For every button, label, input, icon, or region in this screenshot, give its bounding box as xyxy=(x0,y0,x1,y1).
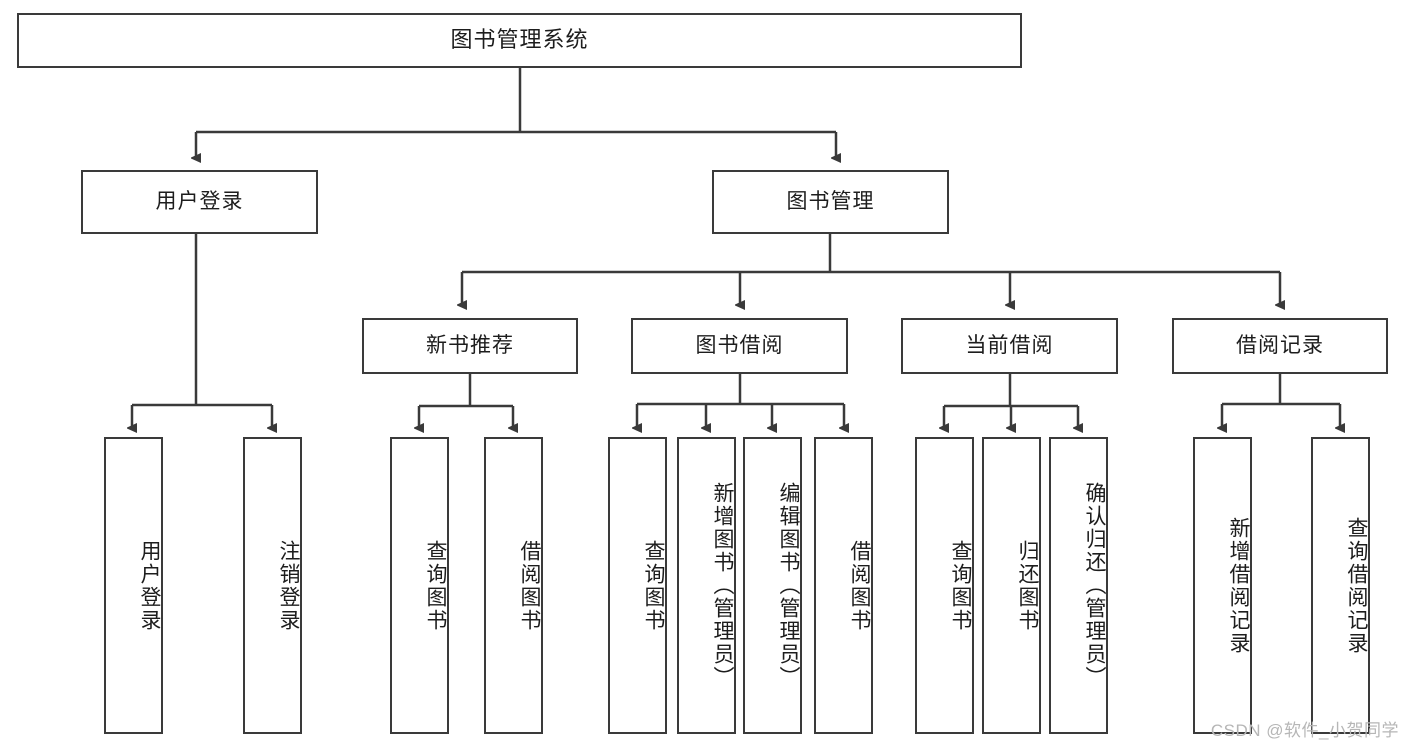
node-leaf-edit-book[interactable]: 编辑图书（管理员） xyxy=(743,437,802,734)
node-current-borrow[interactable]: 当前借阅 xyxy=(901,318,1118,374)
node-leaf-query-book-current[interactable]: 查询图书 xyxy=(915,437,974,734)
node-label: 查询借阅记录 xyxy=(1345,516,1368,655)
node-book-borrow[interactable]: 图书借阅 xyxy=(631,318,848,374)
node-new-book-recommend[interactable]: 新书推荐 xyxy=(362,318,578,374)
node-label: 用户登录 xyxy=(155,190,244,214)
node-label: 查询图书 xyxy=(642,539,665,632)
node-label: 新书推荐 xyxy=(426,334,514,358)
node-leaf-logout-login[interactable]: 注销登录 xyxy=(243,437,302,734)
node-label: 用户登录 xyxy=(138,539,161,632)
node-leaf-query-book-borrow[interactable]: 查询图书 xyxy=(608,437,667,734)
node-book-manage[interactable]: 图书管理 xyxy=(712,170,949,234)
node-label: 注销登录 xyxy=(277,539,300,632)
node-user-login[interactable]: 用户登录 xyxy=(81,170,318,234)
node-label: 查询图书 xyxy=(949,539,972,632)
node-leaf-borrow-book-recommend[interactable]: 借阅图书 xyxy=(484,437,543,734)
node-leaf-query-book-recommend[interactable]: 查询图书 xyxy=(390,437,449,734)
csdn-watermark: CSDN @软件_小贺同学 xyxy=(1210,721,1399,740)
node-label: 新增图书（管理员） xyxy=(711,482,734,689)
node-borrow-record[interactable]: 借阅记录 xyxy=(1172,318,1388,374)
node-label: 图书管理 xyxy=(786,190,875,214)
node-book-management-system[interactable]: 图书管理系统 xyxy=(17,13,1022,68)
node-leaf-borrow-book[interactable]: 借阅图书 xyxy=(814,437,873,734)
node-label: 确认归还（管理员） xyxy=(1083,482,1106,689)
node-label: 查询图书 xyxy=(424,539,447,632)
node-leaf-return-book[interactable]: 归还图书 xyxy=(982,437,1041,734)
node-label: 归还图书 xyxy=(1016,539,1039,632)
node-label: 图书借阅 xyxy=(695,334,784,358)
node-label: 编辑图书（管理员） xyxy=(777,482,800,689)
node-leaf-add-book[interactable]: 新增图书（管理员） xyxy=(677,437,736,734)
node-leaf-query-borrow-record[interactable]: 查询借阅记录 xyxy=(1311,437,1370,734)
node-label: 借阅图书 xyxy=(848,539,871,632)
node-label: 新增借阅记录 xyxy=(1227,516,1250,655)
node-label: 借阅记录 xyxy=(1236,334,1324,358)
node-leaf-add-borrow-record[interactable]: 新增借阅记录 xyxy=(1193,437,1252,734)
node-label: 当前借阅 xyxy=(965,334,1054,358)
node-label: 图书管理系统 xyxy=(450,27,589,53)
node-leaf-user-login[interactable]: 用户登录 xyxy=(104,437,163,734)
node-label: 借阅图书 xyxy=(518,539,541,632)
node-leaf-confirm-return[interactable]: 确认归还（管理员） xyxy=(1049,437,1108,734)
